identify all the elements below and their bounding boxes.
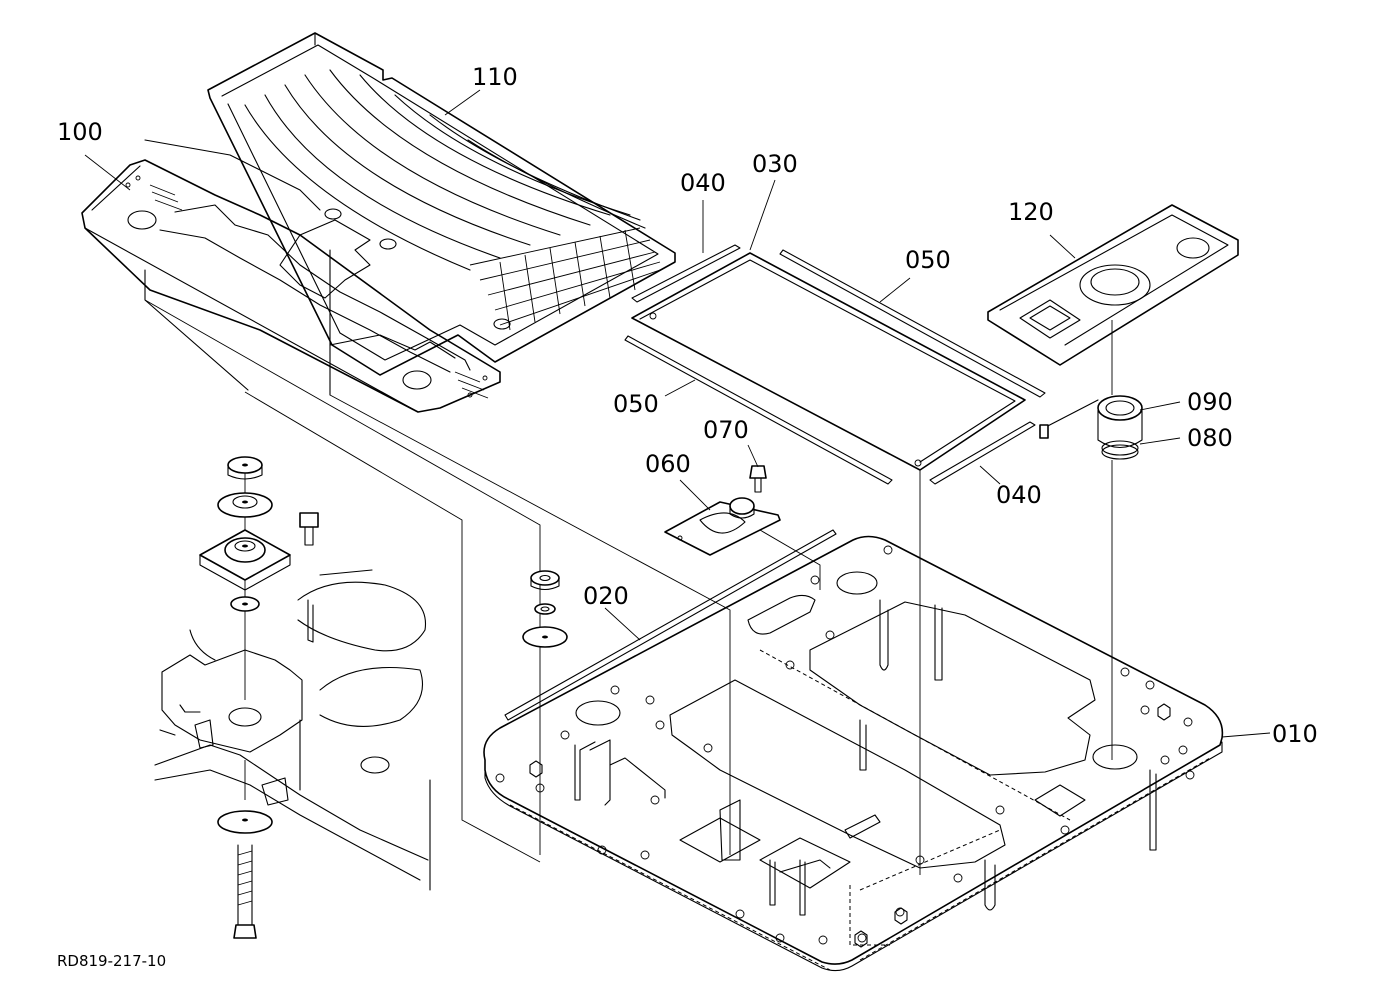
part-050-strip-lower[interactable] <box>624 335 893 485</box>
part-080-ring[interactable] <box>1101 440 1139 460</box>
label-leaders <box>84 89 1271 738</box>
left-frame-detail <box>154 569 431 891</box>
isolator-stack[interactable] <box>199 456 319 939</box>
part-060-bracket[interactable] <box>664 497 781 556</box>
part-110-floor-mat[interactable] <box>207 32 676 376</box>
label-070: 070 <box>703 416 749 444</box>
part-010-base-frame[interactable] <box>483 535 1224 972</box>
drawing-code: RD819-217-10 <box>57 952 166 970</box>
label-050-lower: 050 <box>613 390 659 418</box>
label-060: 060 <box>645 450 691 478</box>
part-070-bolt[interactable] <box>749 465 767 493</box>
part-100-floor-plate[interactable] <box>81 139 501 413</box>
label-040-upper: 040 <box>680 169 726 197</box>
label-020: 020 <box>583 582 629 610</box>
part-030-cover-plate[interactable] <box>631 252 1026 471</box>
part-020-rail[interactable] <box>504 529 837 721</box>
part-120-tray[interactable] <box>987 204 1239 366</box>
part-labels: 110 100 030 040 050 120 050 090 080 070 … <box>57 63 1318 970</box>
part-040-strip-lower[interactable] <box>929 421 1036 485</box>
label-080: 080 <box>1187 424 1233 452</box>
part-090-grommet[interactable] <box>1039 395 1143 449</box>
label-040-lower: 040 <box>996 481 1042 509</box>
part-050-strip-upper[interactable] <box>779 249 1046 398</box>
label-090: 090 <box>1187 388 1233 416</box>
label-100: 100 <box>57 118 103 146</box>
label-010: 010 <box>1272 720 1318 748</box>
label-120: 120 <box>1008 198 1054 226</box>
part-040-strip-upper[interactable] <box>631 244 741 303</box>
label-030: 030 <box>752 150 798 178</box>
isolator-stack-middle[interactable] <box>522 570 568 648</box>
label-110: 110 <box>472 63 518 91</box>
label-050-upper: 050 <box>905 246 951 274</box>
assembly-guide-lines <box>144 299 1113 875</box>
